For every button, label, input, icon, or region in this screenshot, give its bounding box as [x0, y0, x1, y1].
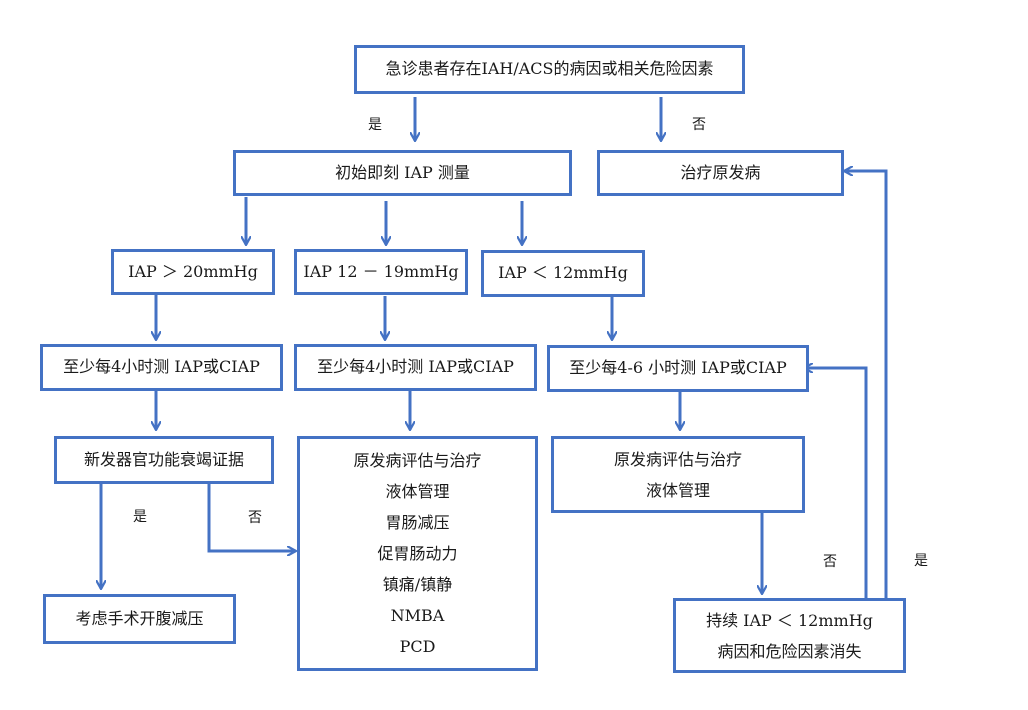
edge-label-start-yes: 是	[368, 117, 382, 133]
edge-label-organ-yes: 是	[133, 509, 147, 525]
node-text: 至少每4小时测 IAP或CIAP	[317, 357, 514, 377]
arrow-persistent-no-to-monitor-4-6h	[804, 368, 868, 599]
node-text: 原发病评估与治疗	[613, 449, 742, 469]
node-text: 新发器官功能衰竭证据	[83, 449, 244, 469]
node-organ-failure: 新发器官功能衰竭证据	[54, 436, 274, 484]
edge-label-start-no: 否	[692, 117, 706, 133]
node-iap-gt20: IAP ＞ 20mmHg	[111, 249, 275, 295]
node-text: IAP ＜ 12mmHg	[498, 263, 628, 283]
node-management-full: 原发病评估与治疗 液体管理 胃肠减压 促胃肠动力 镇痛/镇静 NMBA PCD	[297, 436, 538, 671]
node-text: PCD	[399, 637, 436, 656]
edge-label-persist-no: 否	[823, 554, 837, 570]
node-text: 至少每4小时测 IAP或CIAP	[63, 357, 260, 377]
node-text: 治疗原发病	[680, 162, 761, 182]
node-iap-lt12: IAP ＜ 12mmHg	[481, 250, 645, 297]
node-text: 至少每4-6 小时测 IAP或CIAP	[569, 358, 787, 378]
node-text: 考虑手术开腹减压	[75, 608, 204, 628]
node-monitor-4h-a: 至少每4小时测 IAP或CIAP	[40, 344, 283, 391]
node-text: 持续 IAP ＜ 12mmHg	[706, 610, 873, 630]
node-surgery: 考虑手术开腹减压	[43, 594, 236, 644]
arrow-persistent-yes-to-treat-primary	[844, 171, 888, 599]
node-monitor-4-6h: 至少每4-6 小时测 IAP或CIAP	[547, 345, 809, 392]
node-iap-12-19: IAP 12 － 19mmHg	[294, 249, 468, 295]
node-text: IAP 12 － 19mmHg	[303, 261, 459, 281]
node-initial-iap: 初始即刻 IAP 测量	[233, 150, 572, 196]
node-text: 液体管理	[645, 480, 710, 500]
edge-label-organ-no: 否	[248, 510, 262, 526]
arrow-organ-no-to-management-full	[207, 483, 296, 551]
node-text: 急诊患者存在IAH/ACS的病因或相关危险因素	[385, 59, 714, 79]
node-start: 急诊患者存在IAH/ACS的病因或相关危险因素	[354, 45, 745, 94]
node-text: 促胃肠动力	[377, 544, 458, 563]
node-text: 病因和危险因素消失	[717, 641, 862, 661]
node-text: 原发病评估与治疗	[353, 451, 482, 470]
node-text: 液体管理	[385, 482, 450, 501]
node-text: 镇痛/镇静	[382, 575, 453, 594]
node-text: IAP ＞ 20mmHg	[128, 261, 258, 281]
node-treat-primary: 治疗原发病	[597, 150, 844, 196]
node-management-basic: 原发病评估与治疗 液体管理	[551, 436, 805, 513]
edge-label-persist-yes: 是	[914, 553, 928, 569]
node-text: NMBA	[390, 606, 445, 625]
node-persistent-check: 持续 IAP ＜ 12mmHg 病因和危险因素消失	[673, 598, 906, 673]
node-monitor-4h-b: 至少每4小时测 IAP或CIAP	[294, 344, 537, 391]
node-text: 胃肠减压	[385, 513, 450, 532]
node-text: 初始即刻 IAP 测量	[335, 162, 470, 182]
